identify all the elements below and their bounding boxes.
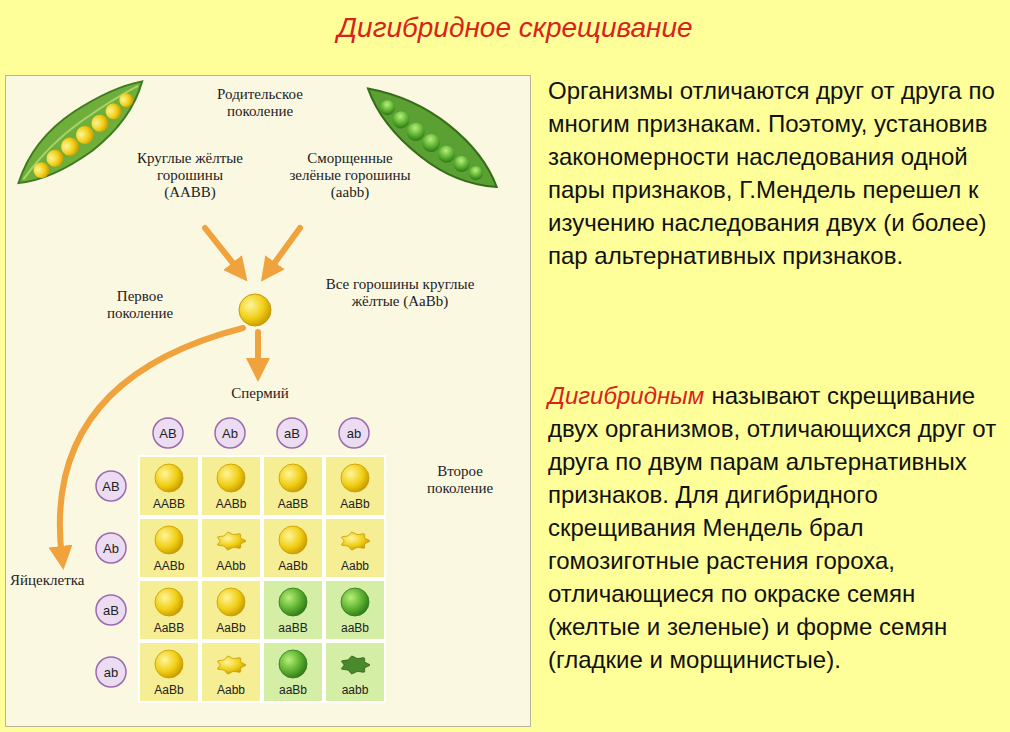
genotype-label: AABB: [140, 497, 198, 511]
genotype-label: aabb: [326, 683, 384, 697]
figure-caption: Первое поколение: [85, 288, 195, 322]
f1-pea: [239, 294, 271, 326]
punnett-cell: aaBB: [262, 579, 324, 641]
punnett-cell: AaBb: [324, 455, 386, 517]
genotype-label: AaBB: [140, 621, 198, 635]
genotype-label: AaBb: [140, 683, 198, 697]
punnett-cell: AABB: [138, 455, 200, 517]
gamete-label: Ab: [214, 417, 246, 449]
intro-paragraph: Организмы отличаются друг от друга по мн…: [548, 74, 1003, 272]
figure-caption: Сморщенные зелёные горошины (aabb): [280, 150, 420, 201]
gamete-circle: ab: [338, 417, 370, 449]
genotype-label: aaBB: [264, 621, 322, 635]
gamete-label: aB: [276, 417, 308, 449]
figure-caption: Спермий: [215, 385, 305, 402]
gamete-circle: Ab: [214, 417, 246, 449]
gamete-label: ab: [338, 417, 370, 449]
definition-paragraph: Дигибриднымназывают скрещивание двух орг…: [548, 379, 1003, 676]
gamete-label: AB: [152, 417, 184, 449]
gamete-circle: AB: [152, 417, 184, 449]
punnett-cell: AAbb: [200, 517, 262, 579]
gamete-circle: aB: [276, 417, 308, 449]
genotype-label: Aabb: [326, 559, 384, 573]
genotype-label: AaBB: [264, 497, 322, 511]
term: Дигибридным: [548, 382, 704, 409]
punnett-cell: AaBB: [262, 455, 324, 517]
figure-caption: Второе поколение: [405, 463, 515, 497]
gamete-label: ab: [95, 656, 127, 688]
genotype-label: aaBb: [326, 621, 384, 635]
punnett-cell: aabb: [324, 641, 386, 703]
figure-caption: Все горошины круглые жёлтые (AaBb): [320, 276, 480, 310]
genotype-label: AAbb: [202, 559, 260, 573]
pea-pod-yellow: [5, 67, 157, 199]
genotype-label: Aabb: [202, 683, 260, 697]
punnett-cell: AaBb: [262, 517, 324, 579]
genotype-label: AaBb: [326, 497, 384, 511]
genotype-label: AaBb: [202, 621, 260, 635]
punnett-cell: aaBb: [262, 641, 324, 703]
gamete-circle: aB: [95, 594, 127, 626]
figure-caption: Яйцеклетка: [10, 572, 120, 589]
punnett-cell: AaBb: [200, 579, 262, 641]
punnett-cell: AABb: [200, 455, 262, 517]
gamete-label: Ab: [95, 532, 127, 564]
punnett-cell: AABb: [138, 517, 200, 579]
genotype-label: AaBb: [264, 559, 322, 573]
punnett-cell: aaBb: [324, 579, 386, 641]
punnett-cell: AaBb: [138, 641, 200, 703]
gamete-label: aB: [95, 594, 127, 626]
punnett-cell: Aabb: [324, 517, 386, 579]
punnett-cell: Aabb: [200, 641, 262, 703]
genotype-label: aaBb: [264, 683, 322, 697]
genotype-label: AABb: [140, 559, 198, 573]
gamete-label: AB: [95, 470, 127, 502]
gamete-circle: Ab: [95, 532, 127, 564]
punnett-cell: AaBB: [138, 579, 200, 641]
definition-text: называют скрещивание двух организмов, от…: [548, 382, 996, 673]
figure-caption: Круглые жёлтые горошины (AABB): [130, 150, 250, 201]
genotype-label: AABb: [202, 497, 260, 511]
pea-pod-green: [354, 74, 510, 203]
title: Дигибридное скрещивание: [200, 12, 830, 44]
figure-caption: Родительское поколение: [195, 86, 325, 120]
gamete-circle: ab: [95, 656, 127, 688]
gamete-circle: AB: [95, 470, 127, 502]
